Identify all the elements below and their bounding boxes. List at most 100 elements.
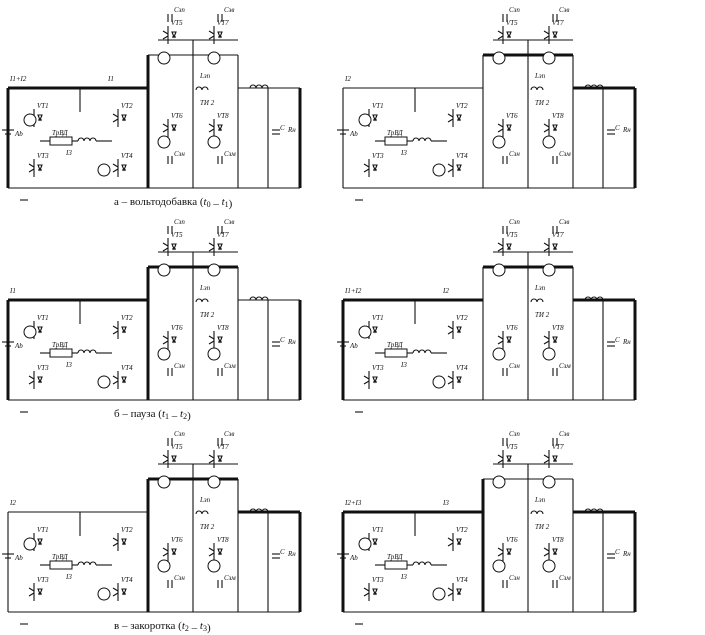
transistor-emitter: [447, 330, 454, 335]
diode-symbol: [456, 164, 462, 172]
current-i3-label: I3: [400, 573, 407, 581]
cap-label-bottom-left: Cзн: [174, 362, 185, 370]
transformer-label-2: ТИ 2: [200, 311, 215, 319]
output-inductor: [249, 296, 269, 301]
transistor-label: VT3: [37, 152, 49, 160]
transistor-collector: [543, 335, 550, 340]
transistor-collector: [28, 587, 35, 592]
transistor-vt4: VT4: [112, 364, 133, 389]
transistor-label: VT1: [372, 102, 384, 110]
caption-part: t: [162, 408, 166, 420]
diode-symbol: [372, 588, 378, 596]
output-cap-label: C: [280, 124, 285, 132]
transistor-emitter: [497, 35, 504, 40]
transistor-emitter: [112, 542, 119, 547]
cap-label-bottom-left: Cзн: [509, 574, 520, 582]
transistor-vt2: VT2: [112, 102, 133, 127]
transistor-vt4: VT4: [112, 576, 133, 601]
diode-symbol: [372, 164, 378, 172]
generator-6: [157, 135, 171, 149]
transistor-label: VT1: [372, 526, 384, 534]
transistor-collector: [208, 123, 215, 128]
inductor-l1: [77, 137, 97, 142]
generator-4: [432, 375, 446, 389]
inductor-l1: [77, 349, 97, 354]
transistor-collector: [543, 30, 550, 35]
output-cap-label: C: [280, 548, 285, 556]
caption-part: ): [187, 410, 191, 422]
generator-6: [157, 559, 171, 573]
current-i3-label: I3: [400, 361, 407, 369]
transformer-label: ТрВД: [52, 553, 68, 561]
transistor-label: VT4: [456, 364, 468, 372]
panel-caption-a: а – вольтодобавка (t0 – t1): [114, 196, 233, 210]
cap-label-top-left: Cзп: [174, 6, 185, 14]
diode-symbol: [552, 124, 558, 132]
caption-part: –: [211, 198, 222, 210]
transistor-label: VT6: [506, 536, 518, 544]
current-label-left: I1: [9, 287, 16, 295]
cap-label-bottom-right: Cзм: [559, 574, 571, 582]
current-i3-label: I3: [65, 361, 72, 369]
cap-label-bottom-left: Cзн: [509, 150, 520, 158]
source-label: Ab: [14, 554, 23, 562]
transistor-vt5: VT5: [497, 231, 518, 256]
transistor-collector: [162, 335, 169, 340]
transistor-label: VT3: [37, 364, 49, 372]
inductor-bridge: [530, 298, 544, 303]
transistor-emitter: [447, 118, 454, 123]
diode-symbol: [552, 336, 558, 344]
transformer-box: [384, 560, 408, 570]
transistor-label: VT3: [372, 364, 384, 372]
load-label: Rн: [622, 126, 631, 134]
transistor-label: VT6: [171, 536, 183, 544]
transistor-label: VT5: [171, 231, 183, 239]
transistor-emitter: [543, 247, 550, 252]
diode-symbol: [506, 31, 512, 39]
transistor-collector: [447, 537, 454, 542]
generator-8: [542, 559, 556, 573]
cap-label-top-left: Cзп: [509, 6, 520, 14]
generator-8: [207, 135, 221, 149]
transistor-label: VT4: [121, 576, 133, 584]
generator-8: [207, 559, 221, 573]
transistor-collector: [497, 454, 504, 459]
transformer-label-2: ТИ 2: [535, 523, 550, 531]
transistor-collector: [497, 547, 504, 552]
transformer-box: [49, 348, 73, 358]
generator-7: [207, 263, 221, 277]
transistor-vt8: VT8: [543, 324, 564, 349]
caption-part: –: [189, 622, 200, 634]
transistor-label: VT2: [456, 526, 468, 534]
output-cap-label: C: [615, 336, 620, 344]
caption-part: t: [204, 196, 208, 208]
generator-4: [97, 163, 111, 177]
transformer-label: ТрВД: [52, 129, 68, 137]
transistor-collector: [363, 375, 370, 380]
caption-part: ): [207, 622, 211, 634]
transistor-label: VT8: [217, 112, 229, 120]
transistor-label: VT5: [171, 443, 183, 451]
inductor-label-bridge: Lзп: [534, 284, 546, 292]
transistor-label: VT4: [456, 152, 468, 160]
transistor-collector: [28, 375, 35, 380]
transistor-emitter: [162, 247, 169, 252]
current-label-left: I2+I3: [344, 499, 362, 507]
generator-6: [492, 559, 506, 573]
transistor-vt7: VT7: [208, 19, 229, 44]
transistor-label: VT8: [217, 324, 229, 332]
inductor-l1: [412, 349, 432, 354]
transformer-box: [49, 560, 73, 570]
transistor-emitter: [112, 118, 119, 123]
caption-part: 0: [207, 200, 211, 209]
output-cap-label: C: [615, 548, 620, 556]
diode-symbol: [372, 326, 378, 334]
transistor-collector: [112, 113, 119, 118]
transistor-collector: [447, 587, 454, 592]
generator-1: [358, 537, 372, 551]
inductor-label-bridge: Lзп: [199, 496, 211, 504]
